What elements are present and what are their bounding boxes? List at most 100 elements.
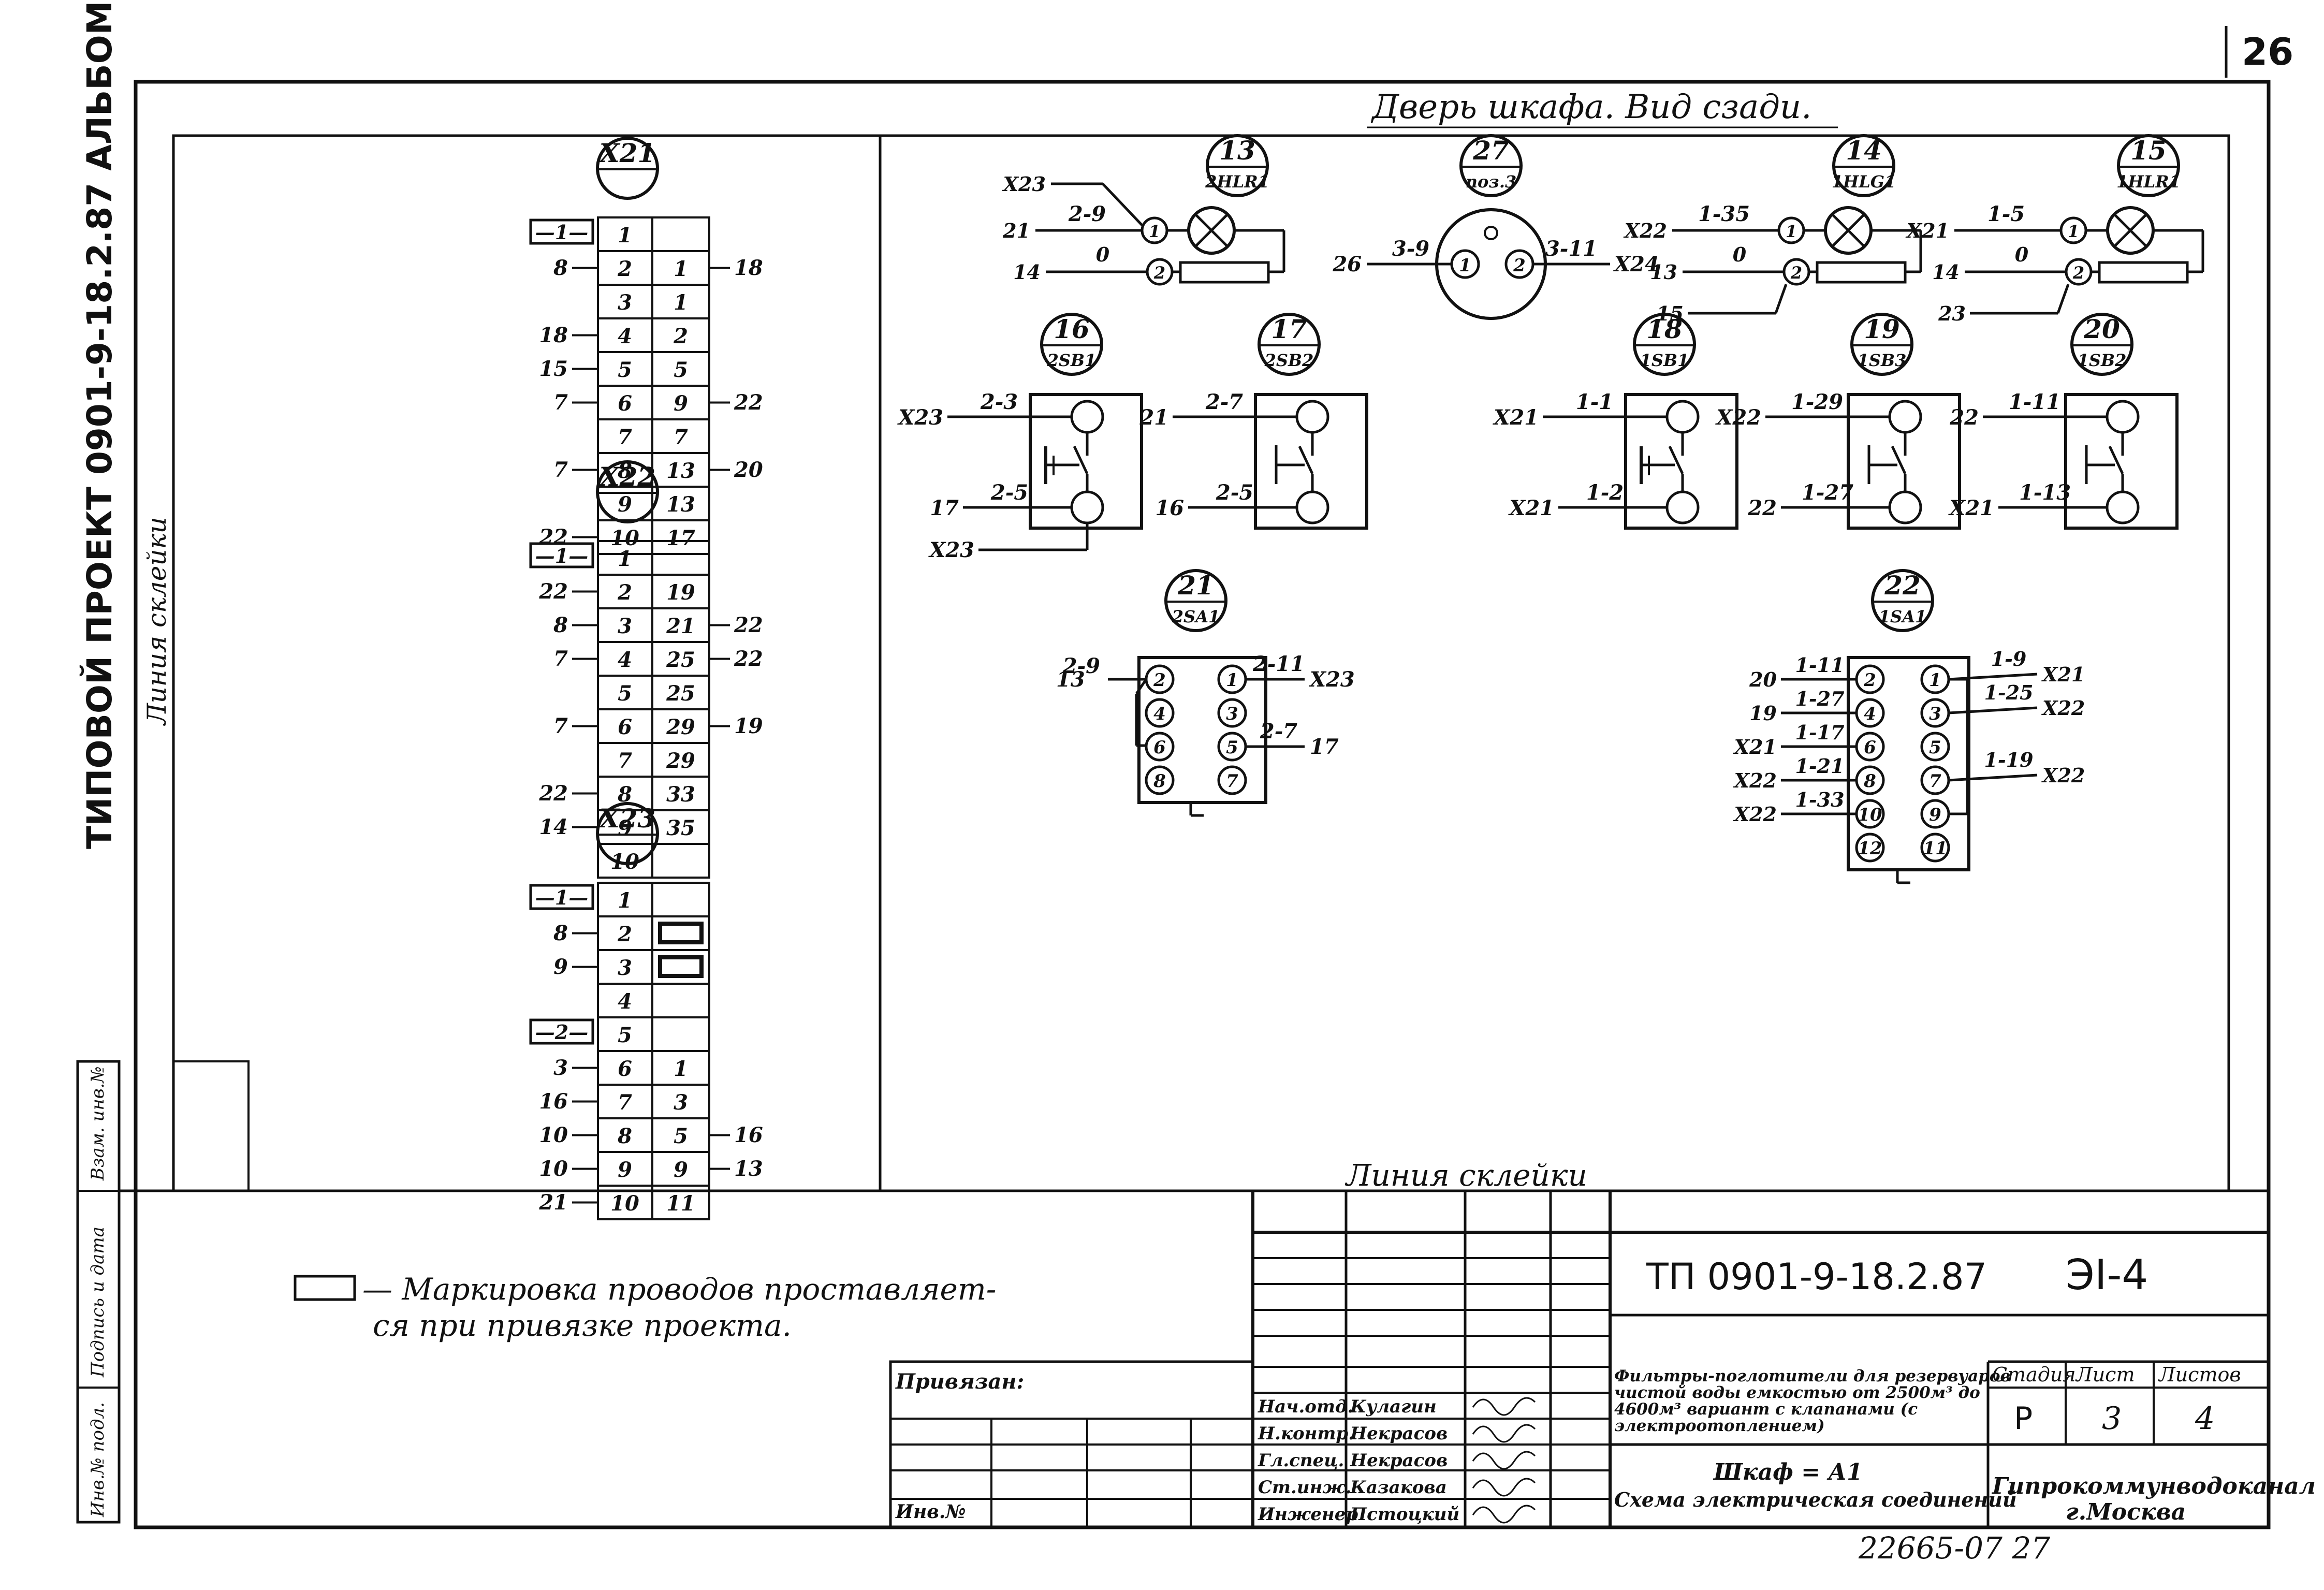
pushbutton-top-wire-label: 1-29 [1791,390,1843,414]
pushbutton-top-from: X23 [897,405,943,430]
terminal-right-dest: 20 [734,458,763,482]
lamp-pin-2-label: 2 [2072,263,2084,283]
socket-badge-code: поз.3 [1466,172,1516,192]
switch-22-left-wire-label: 1-17 [1795,721,1844,744]
terminal-group-number: —1— [535,221,588,244]
switch-22-right-dest: X22 [2041,696,2085,720]
terminal-row: 4 [597,983,710,1018]
terminal-left-dest: 7 [553,390,568,415]
project-code: ТП 0901-9-18.2.87 [1646,1256,1987,1298]
lamp-badge-14-number: 14 [1846,135,1882,166]
terminal-number: 9 [618,1158,632,1182]
signature-scribble [1472,1451,1536,1470]
lamp-cross-b [1832,214,1865,247]
pushbutton-bottom-wire-label: 1-2 [1586,480,1624,505]
drawing-frame [172,134,2230,1192]
socket-right-wire-label: 3-11 [1545,237,1597,261]
pushbutton-bottom-from: 17 [930,496,959,520]
switch-21-pin-left [1145,698,1175,728]
switch-21-pin-right-label: 1 [1226,670,1238,691]
terminal-left-dest: 18 [539,323,568,347]
terminal-number: 7 [618,1090,632,1115]
drawing-name-2: Схема электрическая соединений [1614,1488,2017,1511]
lamp-wire-b-label: 0 [1096,243,1110,266]
switch-22-pin-right-label: 1 [1929,670,1941,691]
bound-label: Привязан: [895,1369,1024,1394]
switch-21-housing [1137,656,1267,804]
pushbutton-badge-18-code: 1SB1 [1640,351,1689,370]
terminal-group-marker [529,542,594,568]
switch-22-right-wire [1948,774,2038,782]
lamp-wire-b-from: 14 [1932,260,1960,284]
switch-22-right-wire [1948,706,2038,714]
terminal-group-number: —2— [535,1020,588,1044]
terminal-wire-b: 25 [666,648,695,672]
pushbutton-top-wire-label: 1-11 [2009,390,2060,414]
terminal-number: 4 [618,989,632,1014]
terminal-wire-b: 1 [674,1057,688,1081]
glue-line-label: Линия склейки [1344,1158,1587,1193]
switch-22-right-wire-label: 1-9 [1991,647,2027,670]
pushbutton-badge-16-circle [1040,313,1103,376]
terminal-group-marker [529,884,594,910]
side-title: ТИПОВОЙ ПРОЕКТ 0901-9-18.2.87 АЛЬБОМ III [79,0,120,849]
lamp-wire-a-label: 1-35 [1698,202,1750,226]
terminal-wire-b: 29 [666,749,695,773]
socket-pin-1-label: 1 [1459,255,1471,276]
terminal-cell-b [651,1185,710,1220]
switch-22-pin-left-label: 8 [1863,771,1876,792]
pushbutton-bottom-terminal [2106,490,2140,524]
switch-22-pin-right-label: 5 [1929,737,1941,758]
terminal-cell-b [651,983,710,1018]
terminal-wire-b: 9 [674,391,688,416]
switch-22-left-from: X22 [1733,803,1777,826]
terminal-number: 4 [618,648,632,672]
switch-22-right-wire-label: 1-25 [1984,681,2033,704]
switch-21-pin-left-label: 2 [1153,670,1166,691]
terminal-wire-b: 25 [666,681,695,706]
terminal-left-dest: 8 [553,613,568,637]
signature-name: Пстоцкий [1350,1504,1459,1525]
pushbutton-badge-16-code: 2SB1 [1047,351,1097,370]
switch-22-left-wire-label: 1-27 [1795,687,1844,710]
terminal-left-dest: 7 [553,458,568,482]
pushbutton-contact-blade [2108,445,2124,475]
legend: — Маркировка проводов проставляет- ся пр… [294,1272,996,1343]
pushbutton-badge-19-number: 19 [1864,314,1900,344]
switch-22-left-wire-label: 1-33 [1795,788,1844,811]
terminal-right-dest: 16 [734,1123,763,1147]
switch-21-badge-code: 2SA1 [1172,607,1220,626]
pushbutton-top-terminal [1888,400,1922,434]
pushbutton-top-from: X21 [1492,405,1539,430]
lamp-wire-a-label: 2-9 [1068,202,1106,226]
switch-22-pin-left-label: 2 [1863,670,1876,691]
switch-21-badge-circle [1164,569,1227,632]
socket-earth-pin [1484,226,1498,240]
lamp-extra-diag [1774,284,1788,314]
lamp-badge-14-circle [1832,134,1895,197]
signature-scribble [1472,1424,1536,1443]
socket-badge-number: 27 [1472,135,1509,166]
lamp-badge-13-circle [1206,134,1269,197]
lamp-pin-1-label: 1 [2068,222,2079,241]
terminal-left-dest: 15 [539,357,568,381]
socket-pin-2-label: 2 [1513,255,1526,276]
terminal-number: 9 [618,816,632,840]
pushbutton-badge-17-code: 2SB2 [1264,351,1314,370]
signature-scribble [1472,1478,1536,1497]
terminal-group-number: —1— [535,544,588,567]
